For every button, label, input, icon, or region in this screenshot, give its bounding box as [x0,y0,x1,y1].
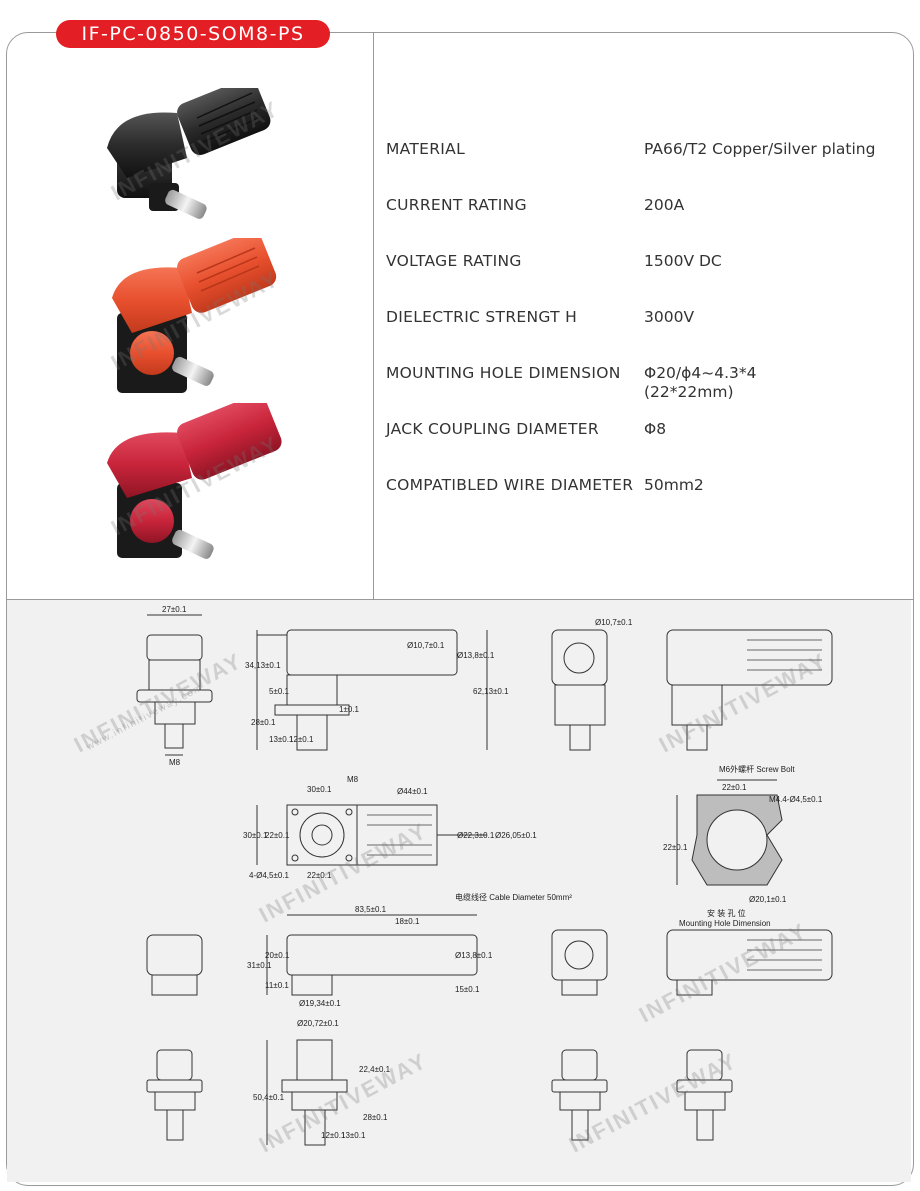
mounting-hole-view [676,779,783,886]
spec-value-mounting-hole-size: (22*22mm) [644,383,734,401]
dim-label: 安 装 孔 位 [707,908,746,918]
dim-label: 28±0.1 [251,718,276,727]
spec-value-current: 200A [644,196,685,214]
dim-label: Ø20,1±0.1 [749,895,787,904]
spec-label-material: MATERIAL [386,140,466,158]
dim-label: M8 [169,758,181,767]
dim-label: 4-Ø4,5±0.1 [249,871,290,880]
dim-label: 12±0.1 [321,1131,346,1140]
front-view-1 [136,614,213,756]
dim-label: M6外螺杆 Screw Bolt [719,764,795,774]
dim-label: 22±0.1 [265,831,290,840]
dim-label: 15±0.1 [455,985,480,994]
dim-label: M8 [347,775,359,784]
dim-label: Ø13,8±0.1 [455,951,493,960]
horizontal-divider [7,599,913,600]
dim-label: Ø20,72±0.1 [297,1019,339,1028]
product-image-red [107,403,282,559]
dim-label: 13±0.1 [341,1131,366,1140]
spec-label-mounting-hole: MOUNTING HOLE DIMENSION [386,364,621,382]
dim-label: Ø22,3±0.1 [457,831,495,840]
front-view-3 [146,1049,203,1141]
spec-label-voltage: VOLTAGE RATING [386,252,522,270]
dim-label: 13±0.1 [269,735,294,744]
dim-label: 34,13±0.1 [245,661,281,670]
dim-label: 电缆线径 Cable Diameter 50mm² [455,892,572,902]
section-view-3 [266,1039,348,1146]
dim-label: Ø10,7±0.1 [595,618,633,627]
dim-label: 18±0.1 [395,917,420,926]
front-view-2 [146,934,203,996]
spec-label-current: CURRENT RATING [386,196,527,214]
technical-drawing: 27±0.1 34,13±0.1 5±0.1 28±0.1 13±0.1 12±… [7,600,911,1182]
spec-value-jack-coupling: Φ8 [644,420,667,438]
product-code-badge: IF-PC-0850-SOM8-PS [56,20,330,48]
dim-label: 11±0.1 [265,981,289,990]
side-view-4 [666,929,833,996]
spec-value-mounting-hole: Φ20/ϕ4~4.3*4 [644,364,757,382]
dim-label: 5±0.1 [269,687,290,696]
dim-label: 22±0.1 [722,783,747,792]
vertical-divider [373,33,374,599]
dim-label: Ø10,7±0.1 [407,641,445,650]
dim-label: 83,5±0.1 [355,905,387,914]
dim-label: Ø44±0.1 [397,787,428,796]
side-view-2 [666,629,833,751]
dim-label: 50,4±0.1 [253,1093,285,1102]
drawing-background [7,600,911,1182]
spec-value-wire-diameter: 50mm2 [644,476,704,494]
dim-label: 20±0.1 [265,951,290,960]
dim-label: 30±0.1 [243,831,268,840]
section-view-1 [256,629,488,751]
dim-label: Ø13,8±0.1 [457,651,495,660]
dim-label: 22,4±0.1 [359,1065,391,1074]
front-view-4 [551,1049,608,1141]
dim-label: Ø19,34±0.1 [299,999,341,1008]
dim-label: 30±0.1 [307,785,332,794]
top-view [256,804,487,866]
side-view-1 [551,629,608,751]
section-view-2 [266,914,478,996]
spec-value-dielectric: 3000V [644,308,695,326]
side-view-3 [551,929,608,996]
dim-label: 22±0.1 [307,871,332,880]
dim-label: 1±0.1 [339,705,360,714]
dim-label: 12±0.1 [289,735,314,744]
dim-label: Mounting Hole Dimension [679,919,771,928]
dim-label: Ø26,05±0.1 [495,831,537,840]
side-view-5 [676,1049,733,1141]
product-image-orange [112,238,277,393]
product-image-black [107,88,271,219]
spec-label-jack-coupling: JACK COUPLING DIAMETER [386,420,599,438]
spec-label-wire-diameter: COMPATIBLED WIRE DIAMETER [386,476,634,494]
spec-value-material: PA66/T2 Copper/Silver plating [644,140,876,158]
spec-value-voltage: 1500V DC [644,252,722,270]
dim-label: 62,13±0.1 [473,687,509,696]
spec-label-dielectric: DIELECTRIC STRENGT H [386,308,578,326]
dim-label: 27±0.1 [162,605,187,614]
dim-label: 22±0.1 [663,843,688,852]
dim-label: M4.4-Ø4,5±0.1 [769,795,823,804]
dim-label: 31±0.1 [247,961,272,970]
dim-label: 28±0.1 [363,1113,388,1122]
